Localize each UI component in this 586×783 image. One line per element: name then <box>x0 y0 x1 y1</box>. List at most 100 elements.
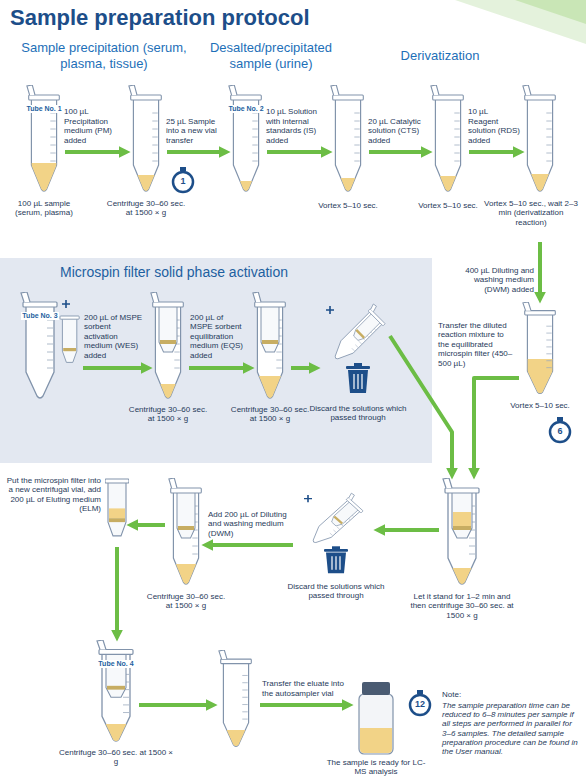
group-panel: Microspin filter solid phase activationT… <box>0 258 432 463</box>
tube-illustration <box>218 650 254 750</box>
tube-illustration <box>20 292 80 402</box>
panel-heading: Microspin filter solid phase activation <box>60 264 420 281</box>
step-instruction: Transfer the diluted reaction mixture to… <box>438 321 516 368</box>
tube-illustration <box>96 640 136 745</box>
arrow-line <box>369 150 427 154</box>
step-node: Centrifuge 30–60 sec. at 1500 × g <box>128 85 164 195</box>
step-node: Vortex 5–10 sec. <box>522 302 558 397</box>
step-caption: Centrifuge 30–60 sec. at 1500 × g <box>106 199 186 218</box>
tube-illustration <box>522 302 558 397</box>
step-node: Centrifuge 30–60 sec. at 1500 × g <box>252 292 288 402</box>
step-node: Vortex 5–10 sec. <box>330 85 366 195</box>
arrow-line <box>379 528 439 532</box>
note-heading: Note: <box>442 690 582 699</box>
step-instruction: 200 µL of MSPE sorbent equilibration med… <box>190 313 248 360</box>
step-caption: Centrifuge 30–60 sec. at 1500 × g <box>128 405 208 424</box>
step-instruction: 25 µL Sample into a new vial transfer <box>166 117 226 145</box>
step-node: Let it stand for 1–2 min and then centri… <box>442 478 482 588</box>
step-caption: Vortex 5–10 sec. <box>313 201 383 210</box>
arrow-line <box>83 366 147 370</box>
timer-value: 6 <box>549 426 571 437</box>
tube-illustration <box>218 650 254 750</box>
step-node: Centrifuge 30–60 sec. at 1500 × g <box>150 292 186 402</box>
section-heading: Sample precipitation (serum, plasma, tis… <box>14 40 194 71</box>
step-node: Tube No. 2 <box>228 85 264 195</box>
tube-illustration <box>228 85 264 195</box>
step-instruction: 400 µL Diluting and washing medium (DWM)… <box>452 266 534 294</box>
timer-icon <box>173 167 193 192</box>
timer-icon <box>550 417 570 442</box>
tube-label: Tube No. 2 <box>227 105 264 113</box>
step-caption: Put the microspin filter into a new cent… <box>5 476 101 514</box>
tube-illustration <box>168 478 204 588</box>
tube-label: Tube No. 4 <box>97 660 134 668</box>
discard-illustration <box>296 486 376 576</box>
arrow-line <box>469 150 519 154</box>
title: Sample preparation protocol <box>10 6 310 30</box>
flow-arrow <box>207 545 293 546</box>
section-heading: Desalted/precipitated sample (urine) <box>196 40 346 71</box>
tube-label: Tube No. 1 <box>25 105 62 113</box>
step-caption: Centrifuge 30–60 sec. at 1500 × g <box>56 748 176 767</box>
step-node: Tube No. 3 <box>20 292 80 402</box>
flow-arrow <box>540 242 541 298</box>
timer-value: 1 <box>172 176 194 187</box>
step-caption: Discard the solutions which passed throu… <box>308 404 408 423</box>
arrow-line <box>390 336 452 474</box>
arrow-line <box>207 543 293 547</box>
tube-illustration <box>442 478 482 588</box>
step-node: Discard the solutions which passed throu… <box>318 296 398 396</box>
tube-label: Tube No. 3 <box>21 312 58 320</box>
step-caption: Vortex 5–10 sec. <box>413 201 483 210</box>
step-instruction: 10 µL Reagent solution (RDS) added <box>468 107 520 145</box>
flow-arrow <box>139 705 348 706</box>
step-instruction: 20 µL Catalytic solution (CTS) added <box>368 117 428 145</box>
arrow-line <box>167 150 225 154</box>
step-node: Discard the solutions which passed throu… <box>296 486 376 576</box>
step-caption: Let it stand for 1–2 min and then centri… <box>407 592 517 620</box>
arrow-line <box>132 523 165 527</box>
flow-arrow <box>390 336 452 474</box>
filter-illustration <box>105 478 129 543</box>
step-node: Tube No. 4Centrifuge 30–60 sec. at 1500 … <box>96 640 136 745</box>
corner-ribbon <box>455 0 586 44</box>
flow-arrow <box>474 378 519 474</box>
flow-arrow <box>291 368 315 369</box>
step-caption: Centrifuge 30–60 sec. at 1500 × g <box>146 592 226 611</box>
timer-icon <box>410 690 430 715</box>
arrow-line <box>260 703 348 707</box>
step-node: Put the microspin filter into a new cent… <box>105 478 129 543</box>
tube-illustration <box>26 85 62 195</box>
step-caption: Vortex 5–10 sec., wait 2–3 min (derivati… <box>482 199 580 227</box>
arrow-line <box>474 378 519 474</box>
arrow-line <box>267 150 327 154</box>
tube-illustration <box>150 292 186 402</box>
discard-illustration <box>318 296 398 396</box>
arrow-line <box>291 366 315 370</box>
tube-illustration <box>430 85 466 195</box>
corner-ribbon <box>515 0 586 24</box>
arrow-line <box>538 242 542 298</box>
tube-illustration <box>522 85 558 195</box>
arrow-line <box>65 150 125 154</box>
step-instruction: Add 200 µL of Diluting and washing mediu… <box>208 510 292 538</box>
step-caption: Centrifuge 30–60 sec. at 1500 × g <box>230 405 310 424</box>
tube-illustration <box>252 292 288 402</box>
step-node: Centrifuge 30–60 sec. at 1500 × g <box>168 478 204 588</box>
step-instruction: Transfer the eluate into the autosampler… <box>262 679 348 698</box>
flow-arrow <box>83 368 147 369</box>
flow-arrow <box>117 547 118 636</box>
arrow-line <box>139 703 212 707</box>
note-text: The sample preparation time can be reduc… <box>442 701 582 756</box>
flow-arrow <box>65 152 125 153</box>
step-instruction: 200 µL of MSPE sorbent activation medium… <box>84 313 146 360</box>
step-instruction: 100 µL Precipitation medium (PM) added <box>64 107 126 145</box>
step-node: The sample is ready for LC-MS analysis <box>352 680 400 756</box>
step-node: Tube No. 1100 µL sample (serum, plasma) <box>26 85 62 195</box>
flow-arrow <box>189 368 249 369</box>
tube-illustration <box>128 85 164 195</box>
step-caption: 100 µL sample (serum, plasma) <box>4 199 84 218</box>
tube-illustration <box>330 85 366 195</box>
timer-value: 12 <box>409 699 431 710</box>
